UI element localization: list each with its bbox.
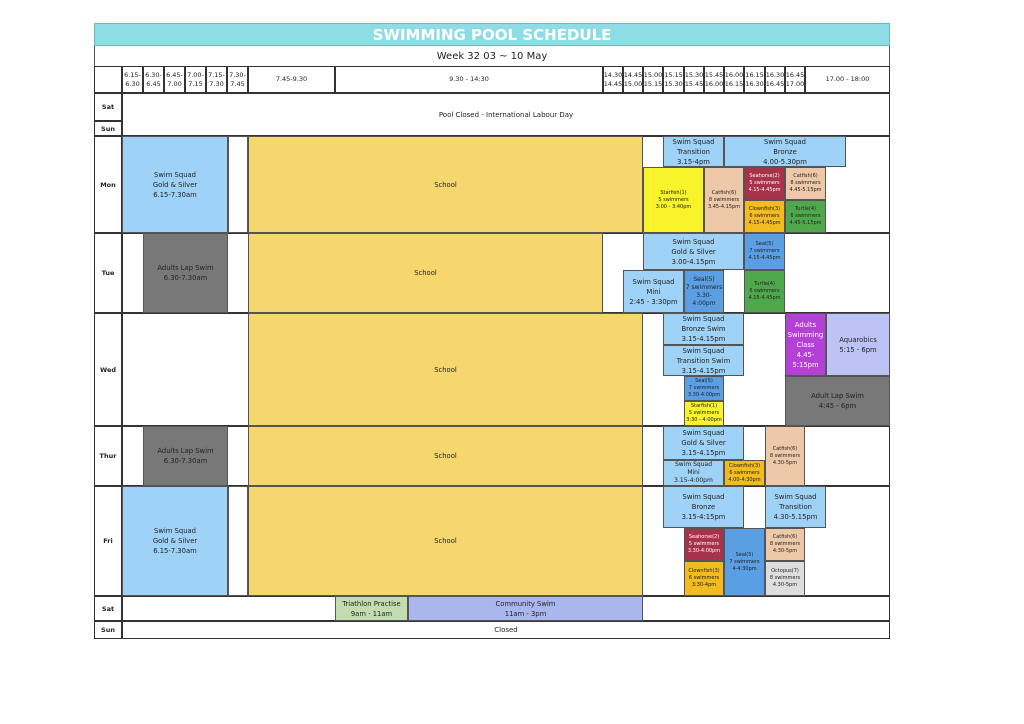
adults-lap-swim: Adults Lap Swim 6.30-7.30am — [143, 426, 228, 486]
starfish-class: Starfish(1) 5 swimmers 3:30 - 4:00pm — [684, 401, 724, 426]
seal-class: Seal(5) 7 swimmers 3.30-4:00pm — [684, 376, 724, 401]
time-slot: 15.15 15.30 — [663, 66, 684, 93]
header-corner — [94, 66, 122, 93]
time-slot: 15.45 16.00 — [704, 66, 724, 93]
starfish-class: Starfish(1) 5 swimmers 3:00 - 3:40pm — [643, 167, 704, 233]
triathlon-practise: Triathlon Practise 9am - 11am — [335, 596, 408, 621]
sun-row — [122, 621, 890, 639]
octopus-class: Octopus(7) 8 swimmers 4.30-5pm — [765, 561, 805, 596]
swim-squad-bronze: Swim Squad Bronze 3.15-4:15pm — [663, 486, 744, 528]
time-slot: 14.45 15.00 — [623, 66, 643, 93]
swim-squad-gold-silver: Swim Squad Gold & Silver 3.15-4.15pm — [663, 426, 744, 460]
seahorse-class: Seahorse(2) 5 swimmers 3.30-4:00pm — [684, 528, 724, 561]
time-slot: 9.30 - 14:30 — [335, 66, 603, 93]
community-swim: Community Swim 11am - 3pm — [408, 596, 643, 621]
day-label-tue: Tue — [94, 233, 122, 313]
turtle-class: Turtle(4) 6 swimmers 4.15-4.45pm — [744, 270, 785, 313]
swim-squad-transition: Swim Squad Transition 3.15-4pm — [663, 136, 724, 167]
school-block: School — [248, 136, 643, 233]
time-slot: 6.15- 6.30 — [122, 66, 143, 93]
catfish-class: Catfish(6) 8 swimmers 4.45-5.15pm — [785, 167, 826, 200]
adults-swimming-class: Adults Swimming Class 4.45-5:15pm — [785, 313, 826, 376]
time-slot: 7.00- 7.15 — [185, 66, 206, 93]
swim-squad-gold-silver: Swim Squad Gold & Silver 6.15-7.30am — [122, 486, 228, 596]
school-block: School — [248, 426, 643, 486]
time-slot: 16.15 16.30 — [744, 66, 765, 93]
swim-squad-mini: Swim Squad Mini 3.15-4:00pm — [663, 460, 724, 486]
time-slot: 16.00 16.15 — [724, 66, 744, 93]
adult-lap-swim: Adult Lap Swim 4:45 - 6pm — [785, 376, 890, 426]
clownfish-class: Clownfish(3) 6 swimmers 4.00-4:30pm — [724, 460, 765, 486]
weekend-row — [122, 93, 890, 136]
day-label-wed: Wed — [94, 313, 122, 426]
aquarobics-class: Aquarobics 5:15 - 6pm — [826, 313, 890, 376]
seal-class: Seal(5) 7 swimmers 4-4:30pm — [724, 528, 765, 596]
time-slot: 16.45 17.00 — [785, 66, 805, 93]
catfish-class: Catfish(6) 8 swimmers 4.30-5pm — [765, 426, 805, 486]
day-label-fri: Fri — [94, 486, 122, 596]
school-block: School — [248, 233, 603, 313]
day-label-sat: Sat — [94, 596, 122, 621]
time-slot: 7.15- 7.30 — [206, 66, 227, 93]
sun-closed-label: Closed — [494, 626, 518, 634]
day-label-thu: Thur — [94, 426, 122, 486]
school-block: School — [248, 486, 643, 596]
turtle-class: Turtle(4) 6 swimmers 4.45-5.15pm — [785, 200, 826, 233]
time-slot: 15.00 15.15 — [643, 66, 663, 93]
swim-squad-bronze: Swim Squad Bronze Swim 3.15-4.15pm — [663, 313, 744, 345]
day-label-sat: Sat — [94, 93, 122, 121]
time-slot: 7.45-9.30 — [248, 66, 335, 93]
time-slot: 6.30- 6.45 — [143, 66, 164, 93]
swim-squad-transition: Swim Squad Transition Swim 3.15-4.15pm — [663, 345, 744, 376]
schedule-sheet: SWIMMING POOL SCHEDULE Week 32 03 ~ 10 M… — [94, 23, 890, 643]
empty-slot — [228, 486, 248, 596]
day-label-sun: Sun — [94, 121, 122, 136]
clownfish-class: Clownfish(3) 6 swimmers 4.15-4.45pm — [744, 200, 785, 233]
time-slot: 6.45- 7.00 — [164, 66, 185, 93]
time-slot: 16.30 16.45 — [765, 66, 785, 93]
swim-squad-transition: Swim Squad Transition 4.30-5.15pm — [765, 486, 826, 528]
day-label-sun: Sun — [94, 621, 122, 639]
day-label-mon: Mon — [94, 136, 122, 233]
catfish-class: Catfish(6) 8 swimmers 4:30-5pm — [765, 528, 805, 561]
adults-lap-swim: Adults Lap Swim 6.30-7.30am — [143, 233, 228, 313]
weekend-closed-label: Pool Closed - International Labour Day — [438, 110, 574, 119]
swim-squad-mini: Swim Squad Mini 2:45 - 3:30pm — [623, 270, 684, 313]
seahorse-class: Seahorse(2) 5 swimmers 4.15-4.45pm — [744, 167, 785, 200]
time-slot: 14.30 14.45 — [603, 66, 623, 93]
catfish-class: Catfish(6) 8 swimmers 3.45-4.15pm — [704, 167, 744, 233]
time-slot: 7.30- 7.45 — [227, 66, 248, 93]
swim-squad-gold-silver: Swim Squad Gold & Silver 3.00-4.15pm — [643, 233, 744, 270]
empty-slot — [228, 136, 248, 233]
time-slot: 15.30 15.45 — [684, 66, 704, 93]
time-slot: 17.00 - 18:00 — [805, 66, 890, 93]
swim-squad-bronze: Swim Squad Bronze 4.00-5.30pm — [724, 136, 846, 167]
page-title: SWIMMING POOL SCHEDULE — [94, 23, 890, 46]
school-block: School — [248, 313, 643, 426]
seal-class: Seal(5) 7 swimmers 3.30- 4:00pm — [684, 270, 724, 313]
seal-class: Seal(5) 7 swimmers 4.15-4.45pm — [744, 233, 785, 270]
clownfish-class: Clownfish(3) 6 swimmers 3:30-4pm — [684, 561, 724, 596]
week-label: Week 32 03 ~ 10 May — [94, 46, 890, 66]
swim-squad-gold-silver: Swim Squad Gold & Silver 6.15-7.30am — [122, 136, 228, 233]
